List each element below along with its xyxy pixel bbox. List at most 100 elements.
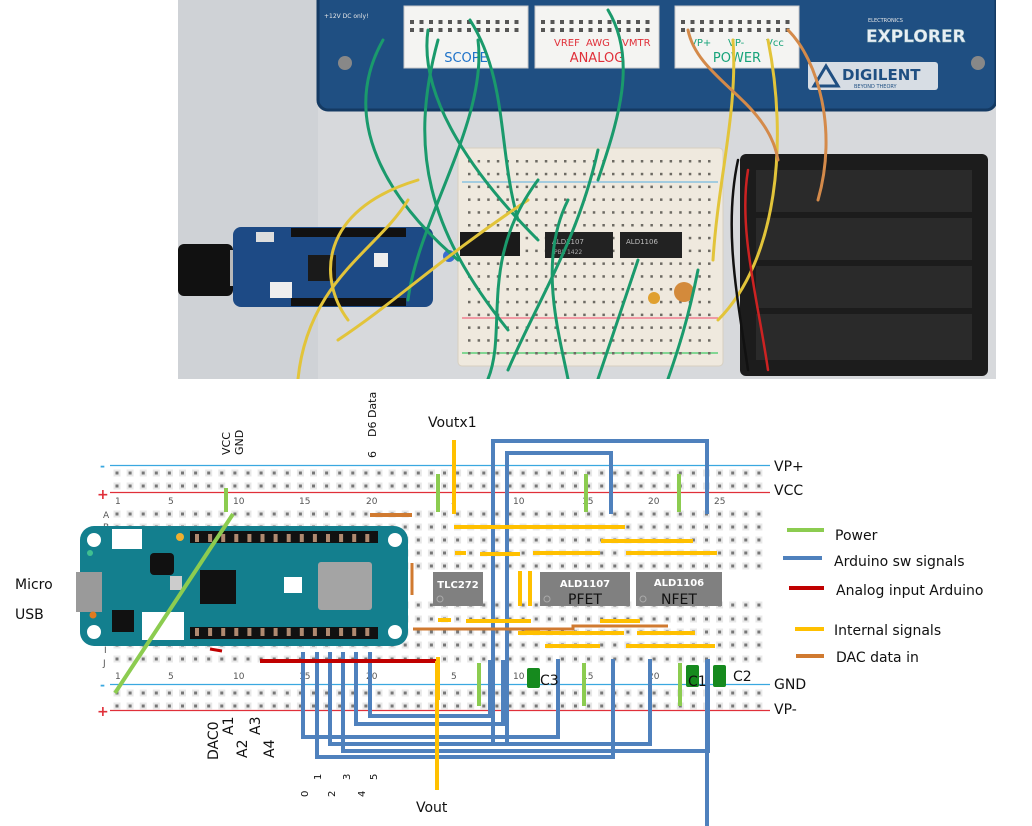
photo-hole — [487, 262, 490, 265]
hole-center — [154, 657, 158, 661]
label-usb: USB — [15, 607, 44, 623]
photo-hole — [688, 224, 692, 227]
hole-center — [181, 512, 184, 516]
hole-center — [731, 564, 735, 568]
photo-hole — [631, 262, 634, 265]
col-num: 10 — [233, 497, 245, 507]
hole-center — [482, 630, 486, 634]
hole-center — [652, 564, 656, 568]
hole-center — [744, 704, 748, 708]
photo-hole — [679, 352, 682, 355]
photo-hole — [669, 262, 673, 265]
photo-hole — [468, 326, 471, 329]
hole-center — [547, 704, 551, 708]
photo-hole — [535, 198, 538, 201]
hole-center — [652, 657, 656, 661]
header-pin — [312, 534, 317, 542]
photo-hole — [688, 262, 692, 265]
photo-hole — [631, 211, 634, 214]
photo-hole — [468, 211, 471, 214]
photo-hole — [698, 211, 701, 214]
label-a3: A3 — [248, 717, 264, 735]
hole-center — [220, 484, 224, 488]
photo-hole — [506, 275, 509, 278]
label-d0: 0 — [300, 791, 311, 797]
photo-hole — [525, 352, 529, 355]
hole-center — [626, 691, 630, 695]
legend-label-sw: Arduino sw signals — [834, 554, 965, 570]
hole-center — [757, 704, 761, 708]
instrument-hole — [514, 20, 519, 24]
hole-center — [246, 657, 250, 661]
instrument-hole — [579, 28, 583, 32]
photo-hole — [708, 313, 711, 317]
hole-center — [495, 691, 499, 695]
mount-hole-icon — [87, 625, 101, 639]
photo-hole — [612, 236, 615, 240]
hole-center — [574, 657, 577, 661]
instrument-hole — [738, 20, 742, 24]
instrument-hole — [457, 20, 462, 24]
photo-hole — [612, 352, 615, 355]
hole-center — [718, 657, 722, 661]
photo-hole — [640, 288, 644, 291]
hole-center — [207, 704, 211, 708]
photo-hole — [487, 326, 490, 329]
instrument-hole — [607, 28, 612, 32]
instrument-hole — [579, 20, 583, 24]
hole-center — [678, 657, 682, 661]
photo-wire — [596, 8, 625, 182]
photo-hole — [516, 262, 519, 265]
hole-center — [364, 484, 368, 488]
photo-hole — [679, 224, 682, 227]
capacitor-c1: C1 — [686, 665, 707, 690]
photo-hole — [468, 198, 471, 201]
label-gnd-pin: GND — [233, 430, 246, 455]
hole-center — [325, 471, 329, 475]
photo-hole — [583, 313, 586, 317]
photo-hole — [506, 198, 509, 201]
hole-center — [443, 538, 446, 542]
hole-center — [547, 471, 551, 475]
hole-center — [639, 484, 643, 488]
photo-hole — [640, 185, 644, 189]
hole-center — [534, 471, 538, 475]
photo-hole — [621, 339, 625, 342]
hole-center — [207, 512, 211, 516]
header-pin — [195, 534, 199, 542]
hole-center — [233, 691, 237, 695]
instrument-hole — [588, 28, 593, 32]
photo-hole — [660, 352, 663, 355]
hole-center — [757, 643, 761, 647]
hole-center — [128, 704, 132, 708]
photo-hole — [573, 198, 577, 201]
instrument-hole — [776, 28, 780, 32]
hole-center — [744, 617, 748, 621]
photo-hole — [573, 352, 577, 355]
wire-sw — [368, 652, 492, 718]
hole-center — [705, 617, 708, 621]
label-area — [142, 612, 184, 640]
hole-center — [744, 484, 748, 488]
photo-hole — [564, 339, 567, 342]
hole-center — [731, 538, 735, 542]
diagram-wires — [113, 439, 717, 826]
legend-label-internal: Internal signals — [834, 623, 941, 639]
photo-hole — [516, 185, 519, 189]
hole-center — [757, 538, 761, 542]
photo-hole — [535, 224, 538, 227]
col-num: 20 — [366, 497, 378, 507]
hole-center — [639, 525, 643, 529]
vref-label: VREF — [554, 38, 580, 49]
hole-center — [534, 617, 538, 621]
photo-hole — [640, 300, 644, 304]
label-d5: 5 — [369, 774, 380, 780]
photo-hole — [640, 224, 644, 227]
chip-tlc272: TLC272 — [433, 572, 483, 606]
hole-center — [678, 617, 682, 621]
photo-hole — [516, 300, 519, 304]
hole-center — [325, 691, 329, 695]
photo-hole — [564, 300, 567, 304]
photo-hole — [669, 275, 673, 278]
photo-hole — [688, 211, 692, 214]
